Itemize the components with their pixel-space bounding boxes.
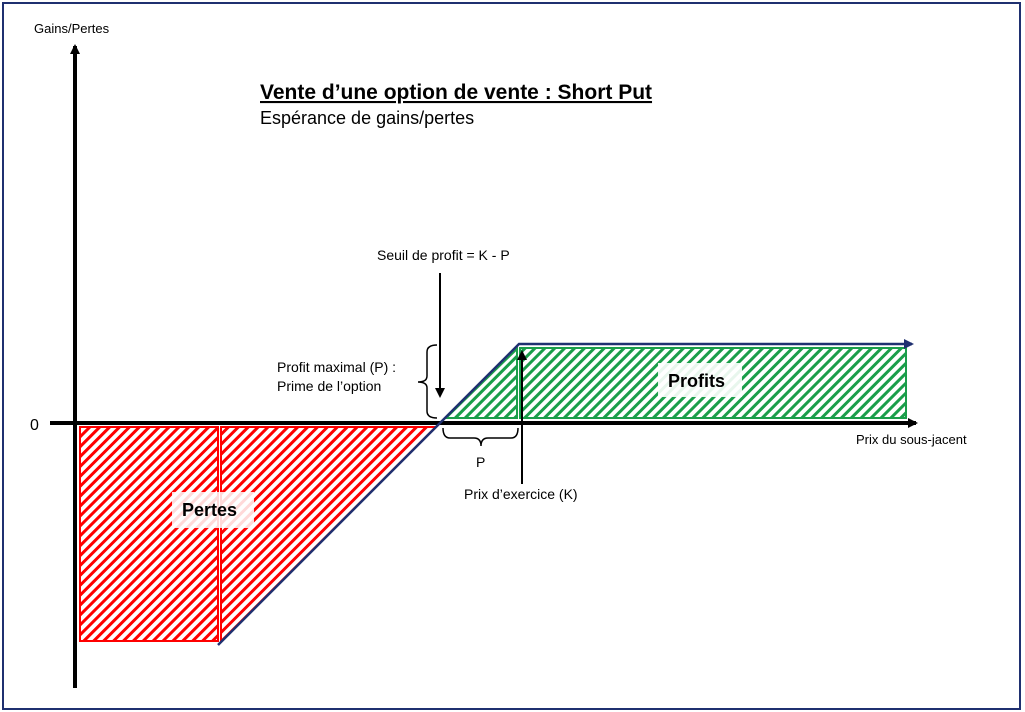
profits-label-bg [658,363,742,397]
loss-rectangle [79,426,219,642]
max-profit-label-2: Prime de l’option [277,378,381,394]
premium-brace [442,427,519,447]
payoff-line [217,339,914,646]
losses-label-bg [172,492,254,528]
losses-label: Pertes [182,500,237,520]
max-profit-label-1: Profit maximal (P) : [277,359,396,375]
premium-label: P [476,454,485,470]
strike-label: Prix d’exercice (K) [464,486,578,502]
profits-label: Profits [668,371,725,391]
diagram-subtitle: Espérance de gains/pertes [260,108,474,128]
breakeven-label: Seuil de profit = K - P [377,247,510,263]
profit-rectangle [519,347,907,419]
max-profit-brace [417,344,438,419]
origin-label: 0 [30,417,39,434]
diagram-title: Vente d’une option de vente : Short Put [260,81,652,104]
x-axis-label: Prix du sous-jacent [856,432,967,447]
y-axis-label: Gains/Pertes [34,21,110,36]
